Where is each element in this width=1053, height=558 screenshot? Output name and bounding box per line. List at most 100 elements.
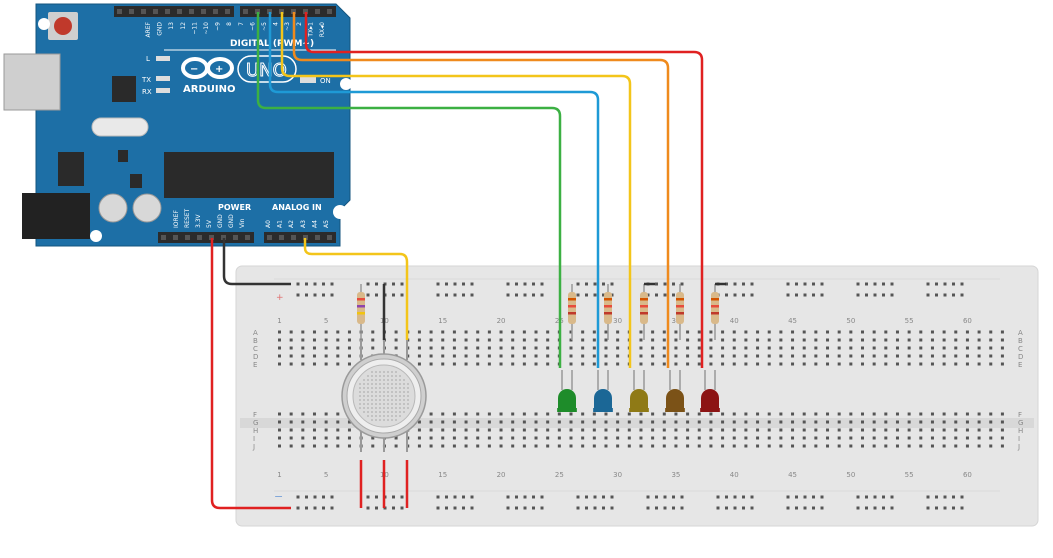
- rx-led-label: RX: [142, 88, 152, 96]
- row-label: E: [253, 361, 257, 369]
- power-header: [158, 232, 254, 243]
- row-label: C: [1018, 345, 1023, 353]
- crystal: [91, 117, 149, 137]
- pin-label: RX◂0: [319, 22, 326, 37]
- pin-label: GND: [228, 214, 235, 228]
- pin-label: ~6: [249, 22, 256, 31]
- column-number: 5: [324, 317, 328, 325]
- arduino-brand: ARDUINO: [183, 84, 235, 95]
- resistor[interactable]: [604, 284, 612, 340]
- resistor[interactable]: [676, 284, 684, 340]
- analog-in-label: ANALOG IN: [272, 203, 322, 212]
- resistor[interactable]: [357, 284, 365, 340]
- wire-black-gnd: [222, 238, 291, 286]
- column-number: 40: [730, 471, 739, 479]
- wire-red-5v: [210, 238, 291, 510]
- row-label: C: [253, 345, 258, 353]
- usb-port: [3, 53, 61, 111]
- row-label: G: [1018, 419, 1023, 427]
- pin-label: 3.3V: [195, 213, 202, 228]
- power-jack: [22, 193, 90, 239]
- row-label: J: [1017, 443, 1020, 451]
- pin-label: A4: [311, 220, 318, 228]
- pin-label: 13: [168, 22, 175, 30]
- pin-label: ~10: [203, 22, 210, 35]
- column-number: 20: [497, 317, 506, 325]
- resistor[interactable]: [640, 284, 648, 340]
- on-led-label: ON: [320, 77, 331, 85]
- svg-text:+: +: [215, 64, 223, 75]
- pin-label: A0: [265, 220, 272, 228]
- analog-pin-labels: A0 A1 A2 A3 A4 A5: [265, 220, 330, 228]
- analog-header: [264, 232, 336, 243]
- column-number: 55: [905, 471, 914, 479]
- column-number: 35: [671, 471, 680, 479]
- led[interactable]: [700, 370, 720, 412]
- column-number: 50: [846, 471, 855, 479]
- pin-label: ~3: [284, 22, 291, 31]
- resistor[interactable]: [711, 284, 719, 340]
- pin-label: TX▸1: [307, 22, 314, 38]
- row-label: D: [1018, 353, 1023, 361]
- row-label: B: [253, 337, 258, 345]
- row-label: A: [253, 329, 258, 337]
- wire-green: [256, 12, 562, 368]
- wire-blue: [268, 12, 600, 368]
- atmega-chip: [164, 152, 334, 198]
- leds: [557, 370, 720, 412]
- pin-label: Vin: [239, 218, 246, 228]
- pin-label: 4: [273, 22, 280, 26]
- row-label: B: [1018, 337, 1023, 345]
- arduino-board[interactable]: L TX RX ON − + ARDUINO UNO DIGITAL (PWM~…: [3, 3, 352, 247]
- led[interactable]: [557, 370, 577, 412]
- breadboard-holes: [278, 282, 1004, 510]
- row-label: H: [1018, 427, 1023, 435]
- pin-label: A3: [300, 220, 307, 228]
- led[interactable]: [665, 370, 685, 412]
- l-led-label: L: [146, 55, 150, 63]
- digital-pwm-label: DIGITAL (PWM~): [230, 39, 314, 49]
- power-label: POWER: [218, 203, 251, 212]
- capacitor: [98, 193, 128, 223]
- column-number: 15: [438, 471, 447, 479]
- wire-yellow: [280, 12, 632, 368]
- column-number: 30: [613, 317, 622, 325]
- pin-label: A5: [323, 220, 330, 228]
- column-number: 60: [963, 317, 972, 325]
- led[interactable]: [629, 370, 649, 412]
- pin-label: ~11: [191, 22, 198, 35]
- row-label: G: [253, 419, 258, 427]
- pin-label: 8: [226, 22, 233, 26]
- minus-rail-label: −: [274, 490, 283, 503]
- row-label: I: [1018, 435, 1020, 443]
- pin-label: ~9: [215, 22, 222, 31]
- column-number: 35: [671, 317, 680, 325]
- arduino-model: UNO: [246, 60, 287, 81]
- pin-label: A2: [288, 220, 295, 228]
- row-label: F: [253, 411, 257, 419]
- mounting-hole: [38, 18, 50, 30]
- led[interactable]: [593, 370, 613, 412]
- column-number: 5: [324, 471, 328, 479]
- tx-led-label: TX: [141, 76, 151, 84]
- wire-orange: [292, 12, 670, 368]
- column-number: 25: [555, 471, 564, 479]
- mounting-hole: [90, 230, 102, 242]
- pin-label: A1: [277, 220, 284, 228]
- row-label: A: [1018, 329, 1023, 337]
- pin-label: 5V: [206, 219, 213, 228]
- wires: [210, 12, 726, 510]
- column-number: 45: [788, 317, 797, 325]
- digital-header-left: [114, 6, 234, 17]
- pin-label: IOREF: [173, 210, 180, 228]
- pin-label: 2: [296, 22, 303, 26]
- row-label: J: [252, 443, 255, 451]
- pin-label: GND: [217, 214, 224, 228]
- resistor[interactable]: [568, 284, 576, 340]
- mounting-hole: [340, 78, 352, 90]
- column-number: 40: [730, 317, 739, 325]
- wire-red-digital: [304, 12, 704, 368]
- gas-sensor[interactable]: [341, 340, 427, 452]
